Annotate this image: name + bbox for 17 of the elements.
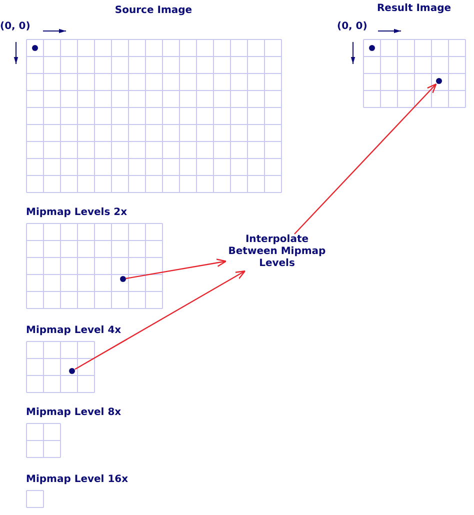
arrow: [294, 83, 437, 234]
pixel-dot: [120, 276, 126, 282]
grid-title: Mipmap Level 8x: [26, 407, 122, 418]
pixel-dot: [436, 78, 442, 84]
grid-title: Mipmap Levels 2x: [26, 207, 128, 218]
pixel-dot: [69, 368, 75, 374]
grid-title: Source Image: [114, 5, 192, 16]
origin-label: (0, 0): [0, 21, 30, 32]
origin-label: (0, 0): [337, 21, 368, 32]
arrow: [126, 258, 227, 280]
grid-title: Result Image: [376, 3, 452, 14]
arrow: [74, 270, 246, 370]
pixel-dot: [32, 45, 38, 51]
step-label: Interpolate Between Mipmap Levels: [226, 234, 328, 271]
grid-title: Mipmap Level 16x: [26, 474, 128, 485]
grid-title: Mipmap Level 4x: [26, 325, 122, 336]
pixel-dot: [369, 45, 375, 51]
